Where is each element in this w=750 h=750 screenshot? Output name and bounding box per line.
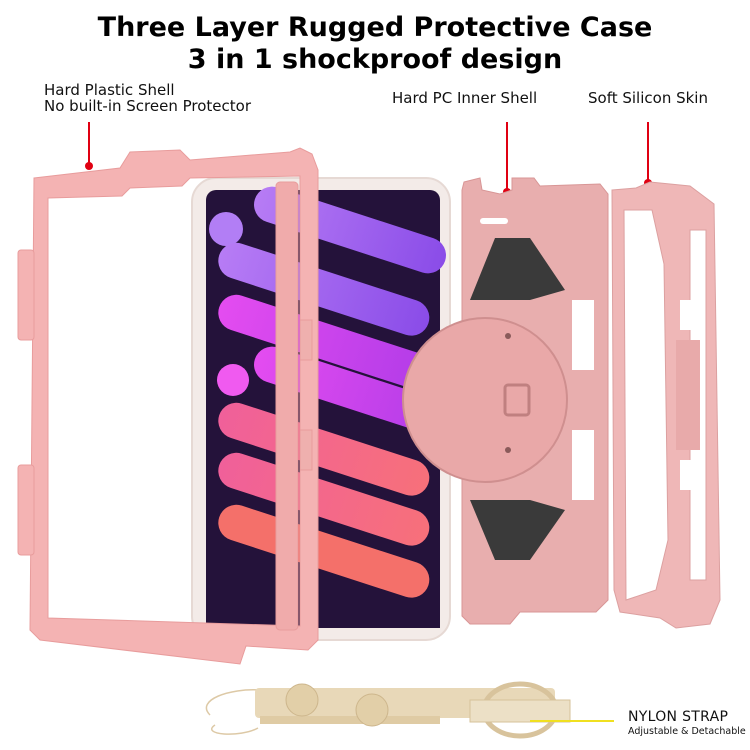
callout-no-screen-protector: No built-in Screen Protector — [44, 97, 251, 115]
nylon-strap — [205, 681, 571, 739]
leader-dot-shell — [85, 162, 93, 170]
leader-line-skin — [647, 122, 649, 182]
hard-plastic-shell-frame — [17, 147, 319, 665]
leader-line-inner — [506, 122, 508, 192]
page-title-line1: Three Layer Rugged Protective Case — [97, 12, 653, 43]
strap-leader-line — [530, 720, 614, 722]
leader-line-shell — [88, 122, 90, 166]
callout-hard-pc-inner-shell: Hard PC Inner Shell — [392, 89, 538, 107]
callout-hard-plastic-shell: Hard Plastic Shell — [44, 81, 175, 99]
hard-pc-inner-shell — [402, 177, 609, 625]
page-title-line2: 3 in 1 shockproof design — [187, 44, 563, 75]
callout-soft-silicon-skin: Soft Silicon Skin — [588, 89, 708, 107]
strap-title: NYLON STRAP — [628, 709, 729, 725]
strap-subtitle: Adjustable & Detachable — [628, 726, 746, 737]
soft-silicon-skin — [611, 181, 721, 629]
